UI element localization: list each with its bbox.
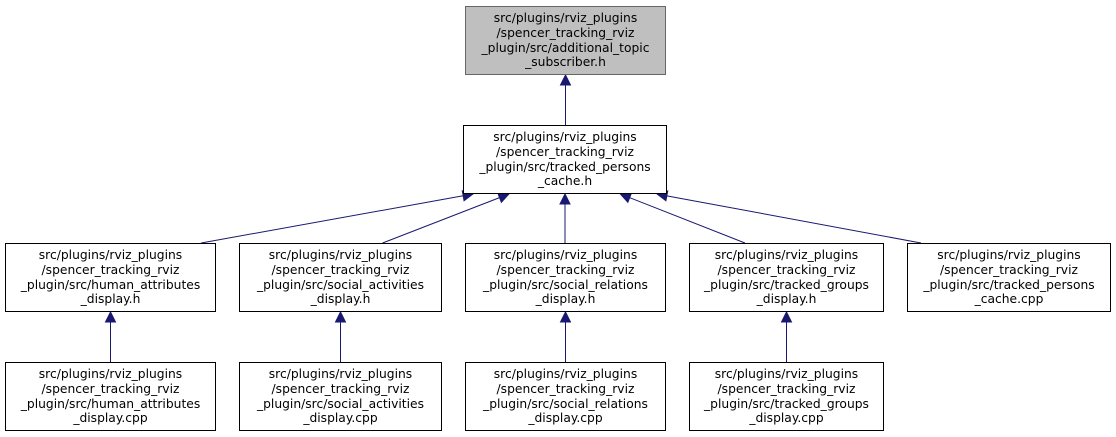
edge-line [666, 195, 922, 244]
edge-line [382, 197, 500, 244]
node-label: src/plugins/rviz_plugins /spencer_tracki… [479, 130, 651, 189]
node-additional-topic-subscriber-h[interactable]: src/plugins/rviz_plugins /spencer_tracki… [465, 6, 666, 75]
node-label: src/plugins/rviz_plugins /spencer_tracki… [20, 248, 201, 307]
node-tracked-groups-display-cpp[interactable]: src/plugins/rviz_plugins /spencer_tracki… [689, 362, 884, 431]
node-label: src/plugins/rviz_plugins /spencer_tracki… [923, 248, 1095, 307]
node-label: src/plugins/rviz_plugins /spencer_tracki… [256, 367, 425, 426]
edge-arrowhead [104, 310, 117, 323]
edge-arrowhead [559, 310, 572, 323]
node-label: src/plugins/rviz_plugins /spencer_tracki… [704, 367, 869, 426]
node-label: src/plugins/rviz_plugins /spencer_tracki… [20, 367, 201, 426]
node-social-activities-display-h[interactable]: src/plugins/rviz_plugins /spencer_tracki… [239, 243, 442, 312]
edge-arrowhead [496, 192, 510, 204]
edge-arrowhead [619, 192, 633, 204]
node-label: src/plugins/rviz_plugins /spencer_tracki… [483, 248, 648, 307]
node-label: src/plugins/rviz_plugins /spencer_tracki… [256, 248, 425, 307]
edge-line [201, 195, 464, 244]
node-human-attributes-display-h[interactable]: src/plugins/rviz_plugins /spencer_tracki… [5, 243, 216, 312]
node-tracked-persons-cache-h[interactable]: src/plugins/rviz_plugins /spencer_tracki… [463, 125, 667, 194]
node-label: src/plugins/rviz_plugins /spencer_tracki… [483, 367, 648, 426]
edge-arrowhead [559, 192, 571, 205]
node-social-relations-display-h[interactable]: src/plugins/rviz_plugins /spencer_tracki… [465, 243, 666, 312]
node-human-attributes-display-cpp[interactable]: src/plugins/rviz_plugins /spencer_tracki… [5, 362, 216, 431]
node-tracked-groups-display-h[interactable]: src/plugins/rviz_plugins /spencer_tracki… [689, 243, 884, 312]
node-tracked-persons-cache-cpp[interactable]: src/plugins/rviz_plugins /spencer_tracki… [907, 243, 1111, 312]
edge-arrowhead [780, 310, 793, 323]
edge-arrowhead [559, 73, 572, 86]
node-label: src/plugins/rviz_plugins /spencer_tracki… [481, 11, 650, 70]
node-social-activities-display-cpp[interactable]: src/plugins/rviz_plugins /spencer_tracki… [239, 362, 442, 431]
edge-line [629, 197, 746, 244]
edge-arrowhead [334, 310, 347, 323]
node-label: src/plugins/rviz_plugins /spencer_tracki… [704, 248, 869, 307]
node-social-relations-display-cpp[interactable]: src/plugins/rviz_plugins /spencer_tracki… [465, 362, 666, 431]
